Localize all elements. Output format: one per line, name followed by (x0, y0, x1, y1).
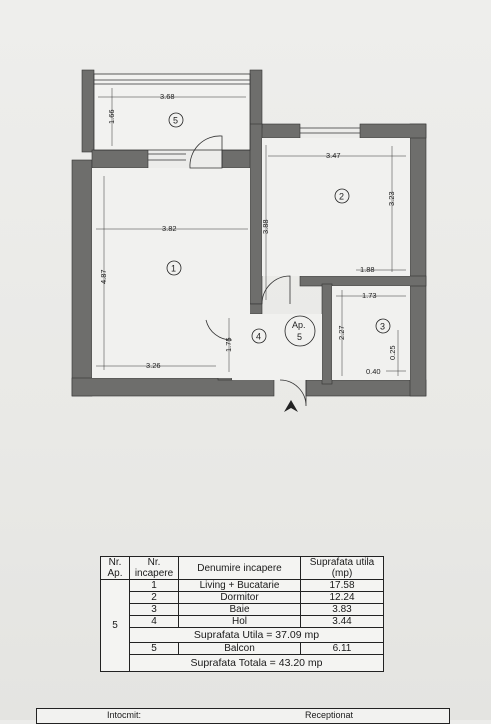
door-swings (189, 135, 307, 407)
dim-living-depth: 4.87 (99, 269, 108, 284)
room-nr: 1 (129, 579, 179, 592)
apartment-number-cell: 5 (100, 579, 130, 672)
signature-bar: Intocmit: Receptionat (36, 708, 450, 724)
room-nr: 4 (129, 615, 179, 628)
room-fills (92, 138, 410, 380)
room-area: 12.24 (300, 591, 384, 604)
total-utila: Suprafata Utila = 37.09 mp (129, 627, 384, 643)
room-markers (166, 112, 391, 347)
room-area: 6.11 (300, 642, 384, 655)
header-suprafata: Suprafata utila (mp) (300, 556, 384, 580)
dim-balcony-depth: 1.66 (107, 109, 116, 124)
room-3-number: 3 (380, 322, 385, 332)
apartment-number: 5 (297, 332, 302, 342)
room-area: 17.58 (300, 579, 384, 592)
dim-hall-side: 1.75 (224, 337, 233, 352)
room-nr: 5 (129, 642, 179, 655)
room-area: 3.44 (300, 615, 384, 628)
header-nr-incapere: Nr. incapere (129, 556, 179, 580)
floor-plan: 3.68 1.66 3.82 4.87 3.26 3.88 3.47 3.23 … (71, 69, 427, 412)
room-name: Hol (178, 615, 301, 628)
room-area-table: Nr. Ap. Nr. incapere Denumire incapere S… (100, 556, 384, 672)
total-utila-row: Suprafata Utila = 37.09 mp (101, 627, 384, 643)
table-row: 3 Baie 3.83 (101, 603, 384, 616)
table-row: 4 Hol 3.44 (101, 615, 384, 628)
dim-bedroom-depth: 3.23 (387, 191, 396, 206)
dim-bedroom-bottom: 1.88 (360, 265, 375, 274)
table-row: 2 Dormitor 12.24 (101, 591, 384, 604)
header-nr-ap: Nr. Ap. (100, 556, 130, 580)
apartment-label: Ap. (292, 320, 306, 330)
total-row: Suprafata Totala = 43.20 mp (101, 654, 384, 672)
dim-balcony-width: 3.68 (160, 92, 175, 101)
total-area: Suprafata Totala = 43.20 mp (129, 654, 384, 672)
dim-bath-width: 1.73 (362, 291, 377, 300)
table-row: 5 1 Living + Bucatarie 17.58 (100, 579, 384, 672)
room-4-number: 4 (256, 332, 261, 342)
room-5-number: 5 (173, 116, 178, 126)
room-name: Baie (178, 603, 301, 616)
dimension-lines (96, 88, 406, 376)
header-denumire: Denumire incapere (178, 556, 301, 580)
dim-living-width: 3.82 (162, 224, 177, 233)
room-nr: 3 (129, 603, 179, 616)
entrance-arrow-icon (284, 400, 298, 412)
dim-bath-depth: 2.27 (337, 325, 346, 340)
room-nr: 2 (129, 591, 179, 604)
room-area: 3.83 (300, 603, 384, 616)
room-name: Living + Bucatarie (178, 579, 301, 592)
received-by-label: Receptionat (305, 710, 354, 720)
dim-living-side: 3.88 (261, 219, 270, 234)
dim-bath-small: 0.25 (388, 345, 397, 360)
prepared-by-label: Intocmit: (107, 710, 142, 720)
dim-living-bottom: 3.26 (146, 361, 161, 370)
dim-bedroom-width: 3.47 (326, 151, 341, 160)
room-1-number: 1 (171, 264, 176, 274)
room-name: Balcon (178, 642, 301, 655)
table-row: 5 Balcon 6.11 (101, 642, 384, 655)
balcony-frame (93, 73, 360, 161)
dim-bath-bottom: 0.40 (366, 367, 381, 376)
room-2-number: 2 (339, 192, 344, 202)
room-name: Dormitor (178, 591, 301, 604)
